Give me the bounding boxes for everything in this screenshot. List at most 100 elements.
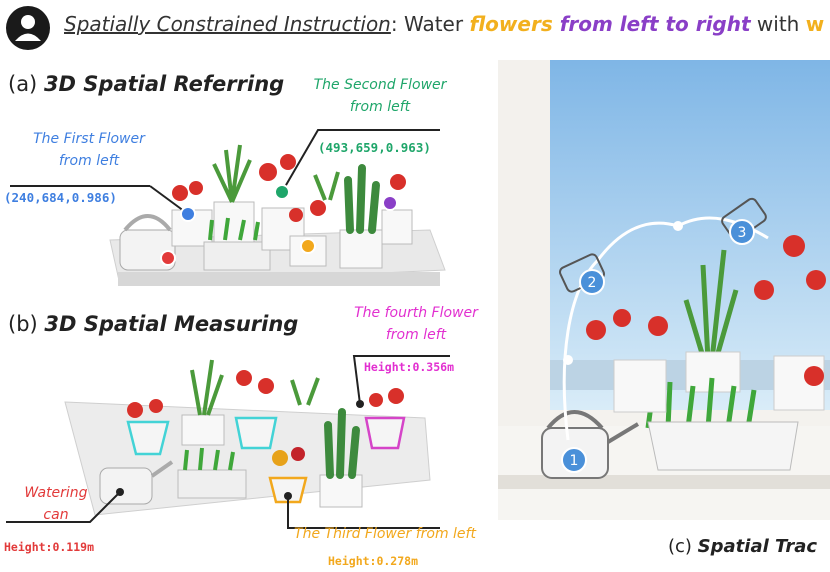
blossom: [586, 320, 606, 340]
first-flower-coord: (240,684,0.986): [4, 190, 117, 205]
fourth-flower-leader: [352, 355, 450, 405]
blossom: [172, 185, 188, 201]
first-flower-line2: from left: [58, 153, 120, 169]
blossom: [280, 154, 296, 170]
blossom: [613, 309, 631, 327]
step-3-number: 3: [738, 225, 747, 241]
panel-a-heading: 3D Spatial Referring: [43, 72, 285, 96]
first-flower-line1: The First Flower: [33, 131, 145, 147]
blossom: [804, 366, 824, 386]
blossom: [289, 208, 303, 222]
trajectory-waypoint: [563, 355, 573, 365]
first-flower-label: The First Flower from left: [14, 128, 164, 172]
third-flower-height: Height:0.278m: [328, 554, 419, 568]
step-badge-3: 3: [729, 219, 755, 245]
pot-cactus: [339, 229, 383, 269]
fourth-flower-label: The fourth Flower from left: [336, 302, 496, 346]
second-flower-line2: from left: [349, 99, 411, 115]
step-badge-2: 2: [579, 269, 605, 295]
pot-outline-orange: [268, 476, 308, 504]
watering-can-leader: [6, 491, 121, 523]
instruction-text: Spatially Constrained Instruction: Water…: [64, 12, 824, 36]
fourth-flower-line1: The fourth Flower: [354, 305, 478, 321]
instruction-label: Spatially Constrained Instruction: [64, 12, 391, 36]
planter-grass: [647, 421, 799, 471]
plant-leaves-2: [212, 144, 252, 203]
pot-5: [381, 209, 413, 245]
blossom: [127, 402, 143, 418]
trajectory-waypoint: [673, 221, 683, 231]
panel-c-prefix: (c): [668, 536, 698, 557]
blossom-yellow: [272, 450, 288, 466]
third-flower-label: The Third Flower from left: [294, 526, 476, 542]
second-flower-marker: [274, 184, 290, 200]
watering-can-line1: Watering: [24, 485, 88, 501]
blossom: [310, 200, 326, 216]
second-flower-leader: [281, 129, 440, 193]
watering-can-label: Watering can: [6, 482, 106, 526]
panel-a-scene: [10, 129, 446, 286]
spatial-trajectory: [562, 216, 769, 441]
planter-grass: [203, 241, 271, 271]
panel-c-scene: 1 2 3: [498, 60, 830, 520]
watering-can-line2: can: [43, 507, 69, 523]
pot-2: [181, 414, 225, 446]
second-flower-line1: The Second Flower: [313, 77, 447, 93]
third-flower-marker: [300, 238, 316, 254]
planter-grass: [177, 469, 247, 499]
blossom: [806, 270, 826, 290]
plant-leaves: [190, 359, 224, 416]
blossom: [291, 447, 305, 461]
step-1-number: 1: [570, 453, 579, 469]
pot-cactus: [319, 474, 363, 508]
grass-blades: [208, 217, 260, 241]
blossom: [149, 399, 163, 413]
grass-blades: [183, 447, 235, 471]
blossom: [236, 370, 252, 386]
watering-can-marker: [160, 250, 176, 266]
shelf-edge: [118, 272, 440, 286]
panel-c-title: (c) Spatial Trac: [668, 536, 817, 557]
watering-can-anchor: [116, 488, 124, 496]
fourth-flower-marker: [382, 195, 398, 211]
fourth-flower-anchor: [356, 400, 364, 408]
blossom: [388, 388, 404, 404]
instruction-header: Spatially Constrained Instruction: Water…: [0, 0, 830, 56]
blossom: [783, 235, 805, 257]
instruction-flowers: flowers: [469, 12, 553, 36]
instruction-prefix: : Water: [390, 12, 470, 36]
panel-b-heading: 3D Spatial Measuring: [44, 312, 299, 336]
blossom: [648, 316, 668, 336]
panel-a-prefix: (a): [8, 72, 44, 96]
second-flower-label: The Second Flower from left: [300, 74, 460, 118]
instruction-direction: from left to right: [552, 12, 751, 36]
blossom: [258, 378, 274, 394]
watering-can-height: Height:0.119m: [4, 540, 95, 554]
pot-left: [613, 359, 667, 413]
blossom: [369, 393, 383, 407]
pot-outline-cyan-1: [126, 420, 170, 456]
watering-can-illustration: [99, 460, 174, 505]
third-flower-leader: [287, 496, 440, 529]
panel-a-title: (a) 3D Spatial Referring: [8, 72, 284, 96]
panel-c-heading: Spatial Trac: [697, 536, 818, 557]
panel-b-prefix: (b): [8, 312, 45, 336]
instruction-suffix: with: [750, 12, 806, 36]
blossom: [189, 181, 203, 195]
fourth-flower-line2: from left: [385, 327, 447, 343]
blossom: [390, 174, 406, 190]
pot-2: [213, 201, 255, 247]
second-flower-coord: (493,659,0.963): [318, 140, 431, 155]
plant-leaves: [290, 377, 320, 406]
step-badge-1: 1: [561, 447, 587, 473]
plant-leaves: [683, 249, 739, 361]
user-avatar-icon: [6, 6, 50, 50]
cactus: [344, 164, 380, 234]
plant-leaves-4: [313, 171, 340, 201]
pot-outline-magenta: [364, 416, 406, 450]
pot-outline-cyan-2: [234, 416, 278, 450]
step-2-number: 2: [588, 275, 597, 291]
blossom: [259, 163, 277, 181]
panel-b-title: (b) 3D Spatial Measuring: [8, 312, 298, 336]
first-flower-marker: [180, 206, 196, 222]
